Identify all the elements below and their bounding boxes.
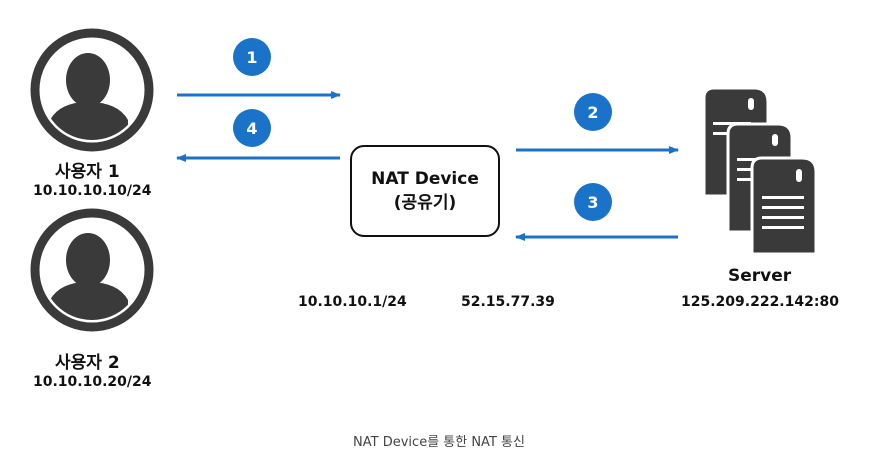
user-2-icon bbox=[30, 208, 154, 332]
step-badge-2: 2 bbox=[574, 93, 612, 131]
user-1-name: 사용자 1 bbox=[55, 162, 120, 182]
nat-device-subtitle: (공유기) bbox=[393, 193, 457, 213]
user-2-ip: 10.10.10.20/24 bbox=[33, 374, 152, 390]
step-badge-3: 3 bbox=[574, 183, 612, 221]
server-title: Server bbox=[728, 266, 792, 286]
user-2-name: 사용자 2 bbox=[55, 353, 120, 373]
server-stack-icon bbox=[702, 86, 818, 256]
nat-device-box: NAT Device (공유기) bbox=[350, 145, 500, 237]
nat-device-title: NAT Device bbox=[371, 169, 479, 189]
step-badge-1: 1 bbox=[233, 38, 271, 76]
step-4-text: 4 bbox=[246, 119, 257, 138]
step-2-text: 2 bbox=[587, 103, 598, 122]
public-ip-label: 52.15.77.39 bbox=[461, 294, 555, 310]
user-1-icon bbox=[30, 28, 154, 152]
step-1-text: 1 bbox=[246, 48, 257, 67]
step-badge-4: 4 bbox=[233, 109, 271, 147]
server-address: 125.209.222.142:80 bbox=[681, 294, 839, 310]
step-3-text: 3 bbox=[587, 193, 598, 212]
server-unit-front bbox=[750, 156, 818, 256]
diagram-caption: NAT Device를 통한 NAT 통신 bbox=[353, 435, 525, 450]
user-1-ip: 10.10.10.10/24 bbox=[33, 183, 152, 199]
private-ip-label: 10.10.10.1/24 bbox=[298, 294, 407, 310]
